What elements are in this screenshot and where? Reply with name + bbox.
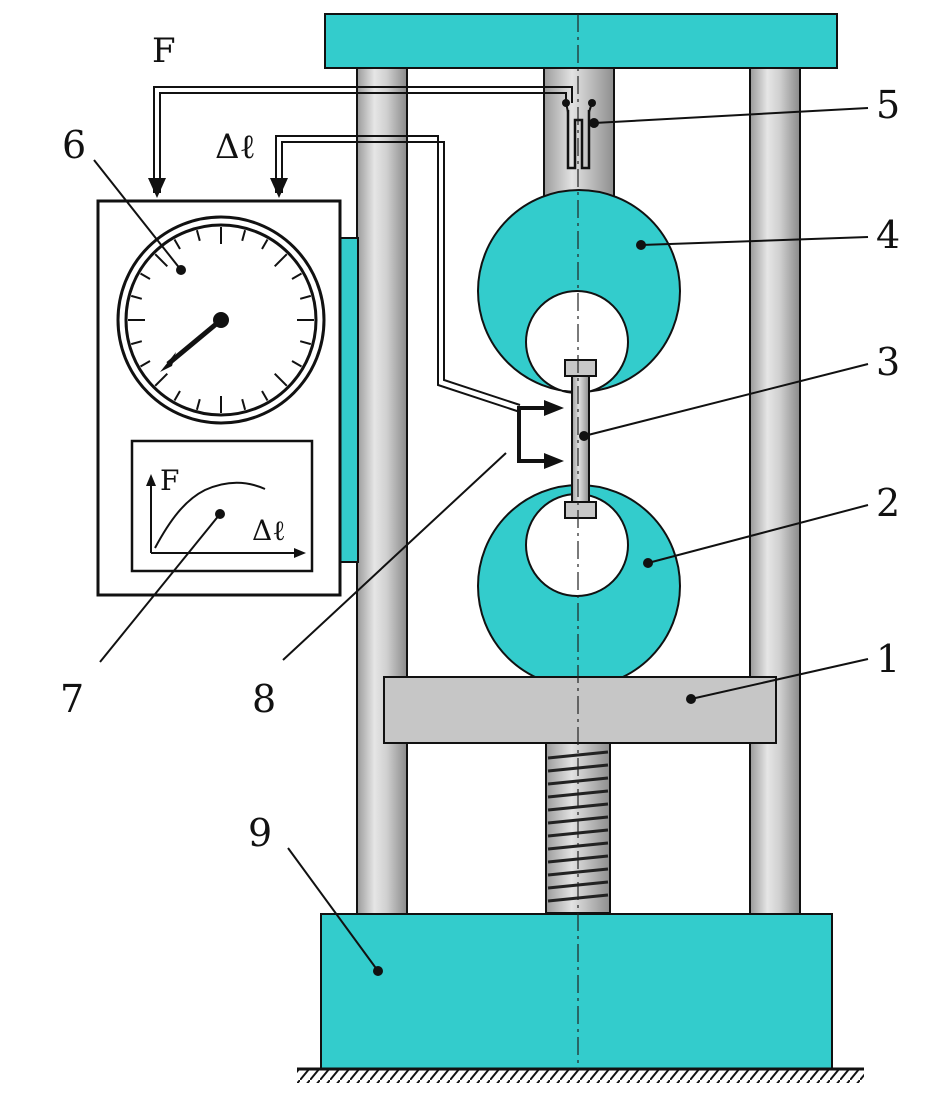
screw-thread xyxy=(547,867,609,877)
dial-tick xyxy=(195,229,201,242)
label-4: 4 xyxy=(876,213,900,257)
dial-tick xyxy=(261,390,269,402)
label-7: 7 xyxy=(60,677,84,721)
leader-lines xyxy=(93,107,869,972)
dial-tick xyxy=(291,360,303,368)
dial-tick xyxy=(154,253,169,268)
leader-dots xyxy=(176,118,696,976)
force-dial-gauge xyxy=(116,215,326,425)
ground-hatching xyxy=(297,1069,864,1083)
dial-tick xyxy=(195,398,201,411)
elongation-signal-line xyxy=(270,135,521,413)
dial-tick xyxy=(130,294,143,300)
force-elongation-recorder: F Δℓ xyxy=(130,439,314,573)
left-column xyxy=(356,67,408,917)
extensometer xyxy=(517,400,564,469)
moving-crosshead xyxy=(383,676,777,744)
dial-tick xyxy=(299,340,312,346)
dial-tick xyxy=(130,340,143,346)
elongation-signal-symbol: Δℓ xyxy=(215,127,256,167)
label-6: 6 xyxy=(62,123,86,167)
dial-tick xyxy=(139,272,151,280)
machine-base xyxy=(320,913,833,1070)
test-specimen xyxy=(564,359,597,519)
dial-tick xyxy=(241,229,247,242)
lower-grip xyxy=(476,484,682,688)
gauge-mount-plate xyxy=(339,237,359,563)
dial-tick xyxy=(173,390,181,402)
dial-tick xyxy=(273,372,288,387)
dial-tick xyxy=(291,272,303,280)
force-elongation-curve xyxy=(154,481,266,549)
graph-axis-force: F xyxy=(160,464,179,497)
label-2: 2 xyxy=(876,481,900,525)
dial-tick xyxy=(173,238,181,250)
top-frame-beam xyxy=(324,13,838,69)
label-9: 9 xyxy=(248,811,272,855)
force-signal-symbol: F xyxy=(152,31,176,71)
label-1: 1 xyxy=(876,637,900,681)
upper-rod xyxy=(543,67,615,199)
dial-tick xyxy=(154,372,169,387)
dial-tick xyxy=(273,253,288,268)
label-5: 5 xyxy=(876,83,900,127)
upper-grip xyxy=(476,189,682,394)
graph-axis-elongation: Δℓ xyxy=(252,514,286,547)
label-8: 8 xyxy=(252,677,276,721)
label-3: 3 xyxy=(876,340,900,384)
dial-needle xyxy=(166,318,223,366)
force-signal-line xyxy=(148,86,573,198)
dial-tick xyxy=(261,238,269,250)
dial-tick xyxy=(139,360,151,368)
dial-tick xyxy=(299,294,312,300)
right-column xyxy=(749,67,801,917)
dial-tick xyxy=(241,398,247,411)
screw-thread xyxy=(547,750,609,760)
